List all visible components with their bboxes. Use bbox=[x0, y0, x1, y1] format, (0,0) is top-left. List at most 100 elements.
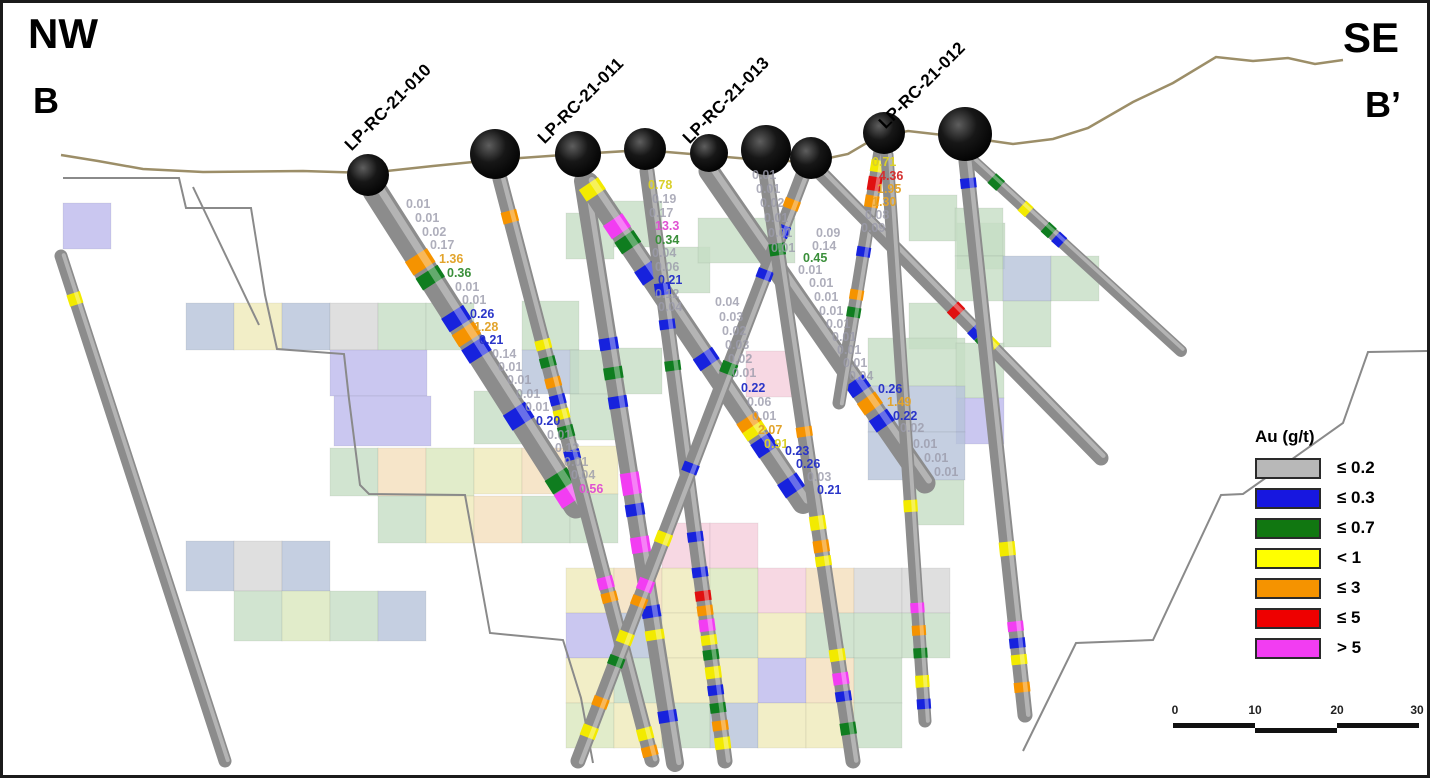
legend-swatch bbox=[1255, 457, 1321, 479]
assay-value: 0.06 bbox=[655, 260, 679, 274]
assay-value: 0.03 bbox=[807, 470, 831, 484]
drill-trace bbox=[958, 153, 1033, 723]
assay-interval-band bbox=[777, 472, 806, 499]
assay-interval-band bbox=[698, 618, 716, 633]
assay-interval-band bbox=[635, 576, 656, 594]
assay-value: 0.01 bbox=[732, 366, 756, 380]
legend: Au (g/t) ≤ 0.2≤ 0.3≤ 0.7< 1≤ 3≤ 5> 5 bbox=[1241, 427, 1421, 663]
assay-interval-band bbox=[686, 530, 704, 543]
assay-value: 1.36 bbox=[439, 252, 463, 266]
assay-value: 0.01 bbox=[455, 280, 479, 294]
legend-swatch bbox=[1255, 547, 1321, 569]
assay-value: 0.36 bbox=[447, 266, 471, 280]
model-block bbox=[473, 447, 523, 495]
assay-interval-band bbox=[812, 539, 831, 554]
assay-value: 0.04 bbox=[715, 295, 739, 309]
assay-interval-band bbox=[1008, 637, 1026, 649]
assay-value: 0.09 bbox=[816, 226, 840, 240]
assay-interval-band bbox=[553, 481, 585, 509]
model-block bbox=[233, 540, 283, 592]
assay-interval-band bbox=[556, 423, 576, 440]
legend-swatch bbox=[1255, 607, 1321, 629]
model-block bbox=[377, 302, 427, 351]
assay-value: 0.01 bbox=[507, 373, 531, 387]
assay-interval-band bbox=[66, 291, 84, 307]
legend-item: ≤ 0.3 bbox=[1241, 483, 1421, 513]
assay-interval-band bbox=[404, 248, 436, 276]
assay-interval-band bbox=[603, 213, 632, 240]
assay-value: 0.01 bbox=[843, 356, 867, 370]
model-block bbox=[329, 590, 379, 642]
assay-interval-band bbox=[441, 304, 472, 333]
assay-interval-band bbox=[619, 471, 642, 496]
assay-value: 0.17 bbox=[649, 206, 673, 220]
assay-value: 0.21 bbox=[479, 333, 503, 347]
assay-value: 0.02 bbox=[900, 421, 924, 435]
assay-interval-band bbox=[987, 173, 1006, 191]
assay-values: 0.010.010.020.171.360.360.010.010.261.28… bbox=[406, 155, 958, 497]
assay-interval-band bbox=[624, 502, 646, 518]
assay-interval-band bbox=[910, 602, 925, 614]
model-block bbox=[853, 612, 903, 659]
drill-trace bbox=[832, 144, 887, 410]
assay-value: 0.01 bbox=[832, 330, 856, 344]
legend-label: ≤ 0.2 bbox=[1337, 458, 1375, 477]
model-block bbox=[473, 495, 523, 544]
scale-segment bbox=[1337, 723, 1419, 728]
assay-interval-band bbox=[808, 514, 827, 531]
model-block bbox=[281, 302, 331, 351]
assay-value: 0.01 bbox=[826, 317, 850, 331]
drill-traces bbox=[54, 144, 1187, 772]
assay-value: 0.04 bbox=[849, 369, 873, 383]
assay-value: 0.19 bbox=[652, 192, 676, 206]
legend-label: > 5 bbox=[1337, 638, 1362, 657]
assay-interval-band bbox=[694, 589, 712, 602]
assay-value: 0.01 bbox=[525, 400, 549, 414]
assay-interval-band bbox=[814, 554, 833, 568]
assay-interval-band bbox=[629, 594, 649, 610]
assay-value: 0.02 bbox=[760, 196, 784, 210]
assay-value: 0.21 bbox=[658, 273, 682, 287]
assay-interval-band bbox=[578, 177, 606, 202]
model-block bbox=[565, 612, 615, 659]
model-block bbox=[757, 567, 807, 614]
assay-interval-band bbox=[634, 259, 663, 286]
drill-collars bbox=[347, 107, 992, 196]
model-block bbox=[233, 302, 283, 351]
model-block bbox=[853, 657, 903, 704]
assay-value: 0.01 bbox=[406, 197, 430, 211]
assay-interval-band bbox=[653, 282, 672, 296]
assay-value: 0.22 bbox=[893, 409, 917, 423]
assay-interval-band bbox=[696, 604, 714, 617]
legend-item: ≤ 0.2 bbox=[1241, 453, 1421, 483]
assay-value: 0.01 bbox=[756, 182, 780, 196]
assay-value: 0.01 bbox=[752, 168, 776, 182]
assay-value: 0.01 bbox=[798, 263, 822, 277]
assay-interval-band bbox=[828, 648, 847, 663]
assay-interval-band bbox=[946, 301, 966, 320]
model-block bbox=[908, 194, 958, 242]
assay-value: 0.04 bbox=[652, 246, 676, 260]
assay-value: 0.01 bbox=[771, 241, 795, 255]
assay-value: 1.49 bbox=[887, 395, 911, 409]
assay-value: 0.08 bbox=[865, 208, 889, 222]
topography-line bbox=[60, 55, 1344, 175]
legend-swatch bbox=[1255, 637, 1321, 659]
scale-segment bbox=[1173, 723, 1255, 728]
topo-line bbox=[60, 55, 1344, 175]
assay-interval-band bbox=[635, 726, 655, 742]
assay-interval-band bbox=[959, 177, 977, 189]
legend-label: ≤ 0.3 bbox=[1337, 488, 1375, 507]
assay-interval-band bbox=[704, 665, 723, 680]
assay-value: 0.02 bbox=[722, 324, 746, 338]
assay-interval-band bbox=[614, 229, 642, 255]
assay-value: 0.71 bbox=[872, 155, 896, 169]
assay-interval-band bbox=[866, 175, 883, 192]
model-block bbox=[757, 657, 807, 704]
assay-value: 0.01 bbox=[462, 293, 486, 307]
drill-collar bbox=[555, 131, 601, 177]
assay-interval-band bbox=[1040, 221, 1057, 239]
drill-trace bbox=[880, 148, 932, 728]
assay-value: 1.95 bbox=[877, 182, 901, 196]
assay-value: 0.26 bbox=[796, 457, 820, 471]
